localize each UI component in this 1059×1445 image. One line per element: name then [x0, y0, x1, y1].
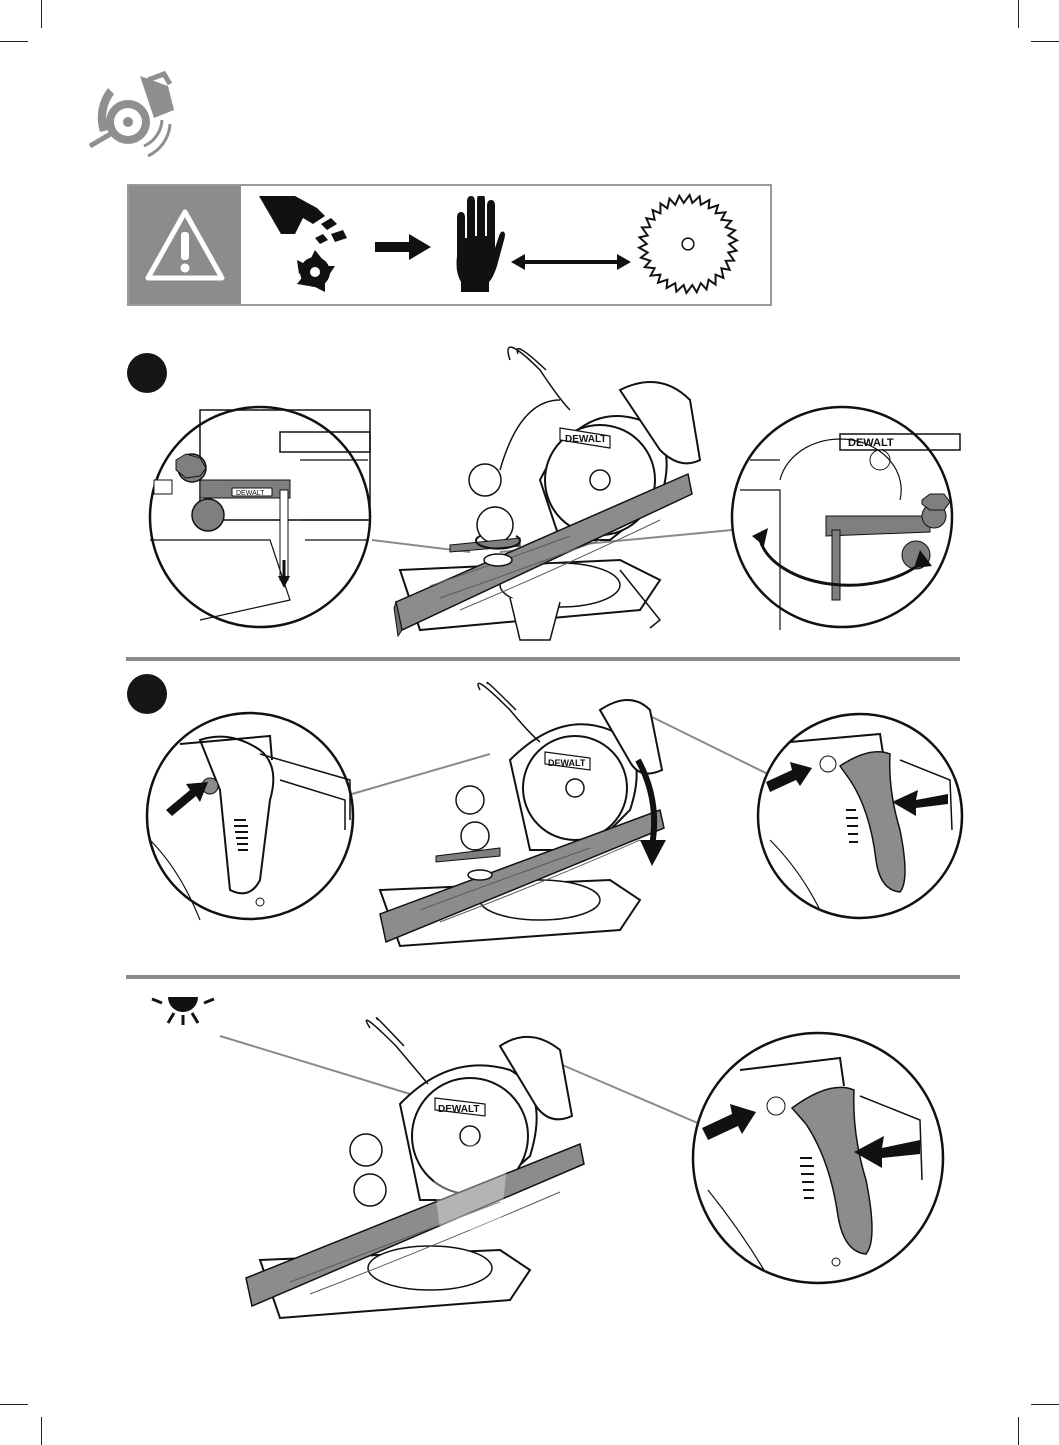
crop-mark [41, 1417, 42, 1445]
detail-trigger-inset [758, 714, 962, 918]
mitre-saw-rotating-icon [78, 66, 188, 166]
safety-warning-banner [127, 184, 772, 306]
crop-mark [0, 1404, 28, 1405]
brand-label: DEWALT [438, 1104, 479, 1115]
brand-label: DEWALT [548, 758, 586, 768]
step3-illustration: DEWALT [180, 1000, 960, 1340]
hand-debris-icon [255, 194, 355, 298]
brand-label: DEWALT [848, 437, 894, 449]
crop-mark [1031, 1404, 1059, 1405]
crop-mark [1018, 0, 1019, 28]
detail-clamp-inset: DEWALT [150, 407, 370, 627]
section-divider [126, 975, 960, 979]
crop-mark [0, 41, 28, 42]
step1-illustration: DEWALT DEWALT [140, 340, 970, 650]
hand-palm-icon [449, 196, 505, 294]
section-divider [126, 657, 960, 661]
crop-mark [1031, 41, 1059, 42]
brand-label: DEWALT [565, 434, 606, 445]
mitre-saw-drawing: DEWALT [246, 1018, 584, 1318]
detail-trigger-inset [693, 1033, 943, 1283]
mitre-saw-drawing: DEWALT [380, 682, 666, 946]
step2-illustration: DEWALT [140, 670, 970, 970]
crop-mark [41, 0, 42, 28]
mitre-saw-drawing: DEWALT [394, 347, 700, 640]
brand-label: DEWALT [236, 490, 265, 497]
warning-triangle-icon [145, 208, 225, 282]
double-arrow-icon [511, 254, 631, 270]
warning-panel [129, 186, 241, 304]
saw-blade-icon [637, 192, 739, 296]
crop-mark [1018, 1417, 1019, 1445]
detail-lock-button-inset [147, 713, 353, 920]
detail-clamp-rotate-inset: DEWALT [732, 407, 960, 630]
arrow-right-icon [375, 234, 431, 260]
